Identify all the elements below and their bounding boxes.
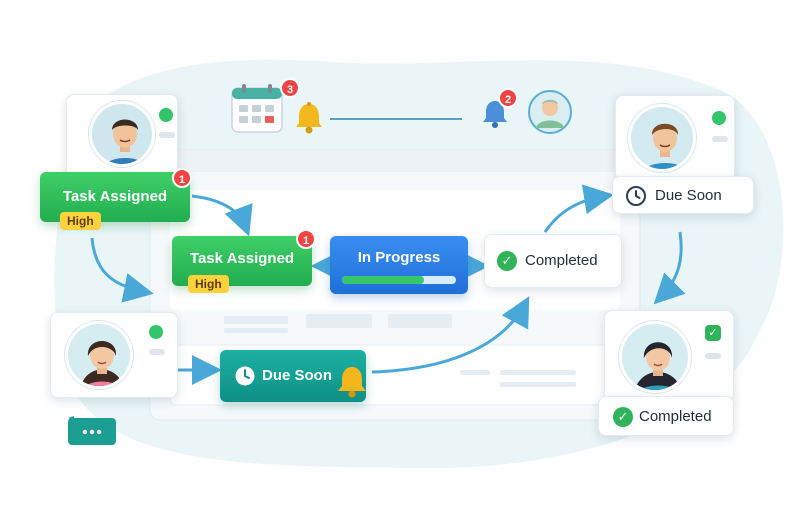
- notification-badge: 1: [296, 229, 316, 249]
- online-status-dot: [712, 111, 726, 125]
- skeleton-line: [500, 382, 576, 387]
- completed-tag-right[interactable]: ✓ Completed: [598, 396, 734, 436]
- online-status-dot: [159, 108, 173, 122]
- online-status-dot: [149, 325, 163, 339]
- arrow-left-tag-to-center-tag: [191, 194, 253, 237]
- in-progress-tag[interactable]: In Progress: [330, 236, 468, 294]
- clock-icon: [235, 366, 255, 386]
- due-soon-label: Due Soon: [655, 187, 722, 204]
- arrow-due-soon-to-completed: [371, 296, 530, 374]
- check-icon: ✓: [497, 251, 517, 271]
- due-soon-tag-bottom[interactable]: Due Soon: [220, 350, 366, 402]
- due-soon-tag-right[interactable]: Due Soon: [612, 176, 754, 214]
- man-avatar: [628, 104, 696, 172]
- in-progress-label: In Progress: [357, 249, 441, 266]
- user-card-bottom-right[interactable]: ✓: [604, 310, 734, 402]
- dashboard-header-bar: [150, 150, 640, 172]
- task-assigned-label: Task Assigned: [189, 250, 295, 267]
- check-square-icon: ✓: [705, 325, 721, 341]
- completed-label: Completed: [525, 252, 598, 269]
- progress-fill: [342, 276, 425, 284]
- woman-avatar: [65, 321, 133, 389]
- priority-high-badge: High: [188, 275, 229, 293]
- chat-bubble-icon[interactable]: [66, 404, 118, 446]
- skeleton-line: [500, 370, 576, 375]
- user-avatar[interactable]: [528, 90, 572, 134]
- calendar-icon[interactable]: [230, 84, 286, 134]
- due-soon-label: Due Soon: [262, 367, 332, 384]
- task-assigned-label: Task Assigned: [62, 188, 168, 205]
- arrow-completed-to-due-soon-right: [543, 184, 614, 233]
- user-card-top-right[interactable]: [615, 95, 735, 181]
- status-bar: [705, 353, 721, 359]
- bell-icon[interactable]: [480, 98, 510, 128]
- bell-icon[interactable]: [292, 100, 326, 134]
- bell-icon: [334, 364, 370, 398]
- notification-badge: 1: [172, 168, 192, 188]
- arrow-left-tag-to-user: [90, 237, 154, 303]
- skeleton-line: [460, 370, 490, 375]
- calendar-badge: 3: [280, 78, 300, 98]
- man-avatar: [89, 101, 155, 167]
- skeleton-block: [388, 314, 452, 328]
- skeleton-block: [306, 314, 372, 328]
- woman-avatar: [619, 321, 691, 393]
- status-bar: [159, 132, 175, 138]
- priority-high-badge: High: [60, 212, 101, 230]
- arrow-due-soon-right-to-user: [653, 231, 686, 305]
- task-assigned-tag-center[interactable]: Task Assigned: [172, 236, 312, 286]
- completed-label: Completed: [639, 408, 712, 425]
- skeleton-line: [224, 316, 288, 324]
- user-card-mid-left[interactable]: [50, 312, 178, 398]
- check-icon: ✓: [613, 407, 633, 427]
- progress-bar: [342, 276, 456, 284]
- clock-icon: [626, 186, 646, 206]
- user-card-top-left[interactable]: [66, 94, 178, 178]
- status-bar: [149, 349, 165, 355]
- completed-tag-center[interactable]: ✓ Completed: [484, 234, 622, 288]
- bell-badge: 2: [498, 88, 518, 108]
- status-bar: [712, 136, 728, 142]
- skeleton-line: [224, 328, 288, 333]
